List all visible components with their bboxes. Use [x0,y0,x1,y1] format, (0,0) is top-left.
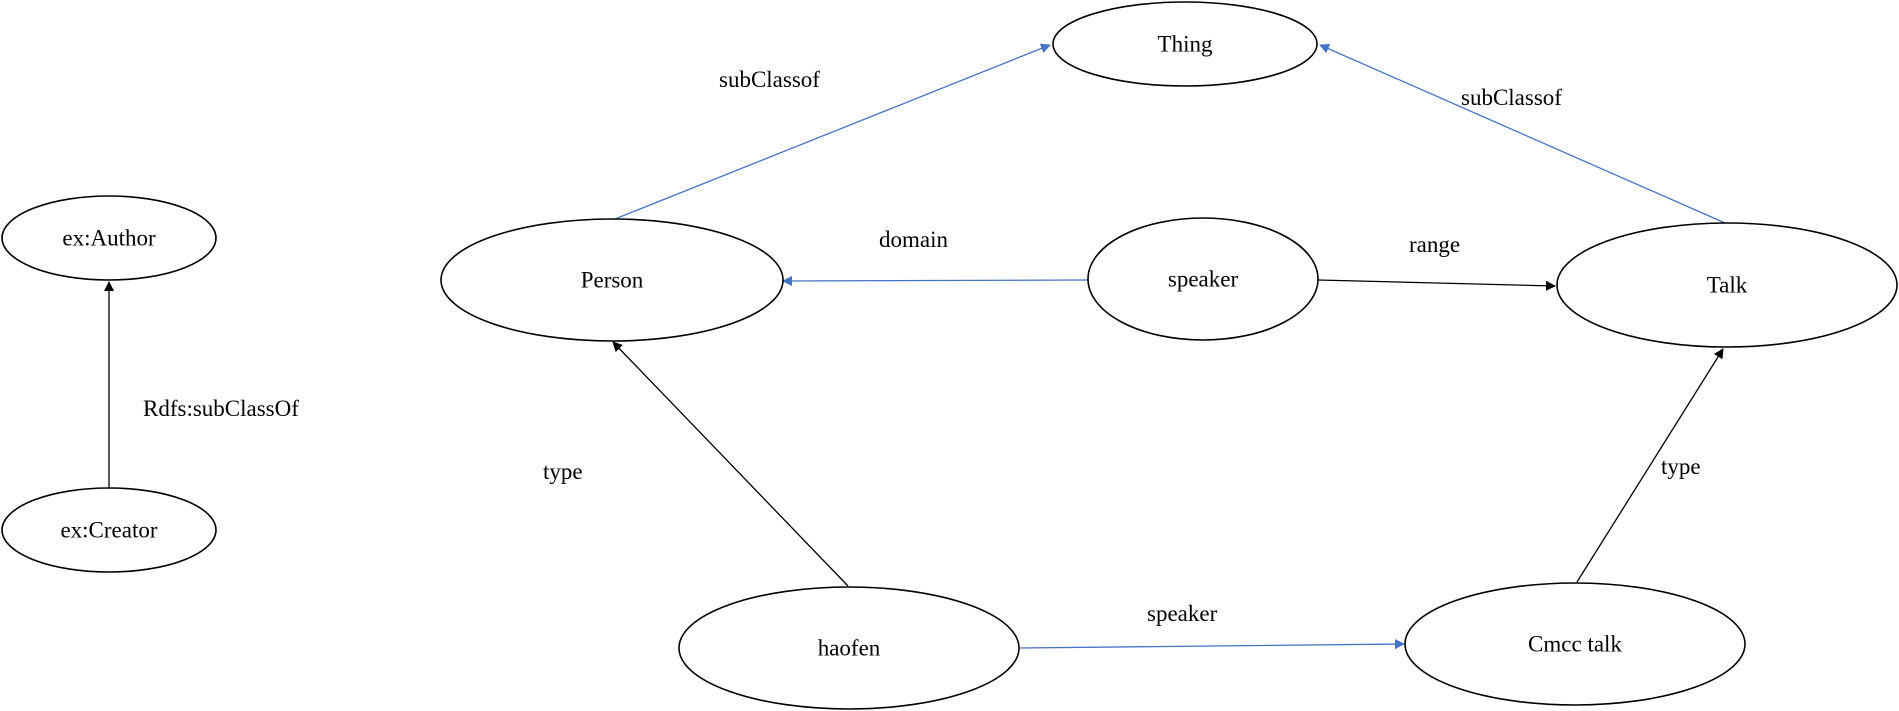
node-haofen: haofen [678,586,1020,710]
edge-label-speaker-talk: range [1409,232,1460,257]
edge-labels: Rdfs:subClassOf subClassof subClassof do… [143,67,1701,626]
edge-haofen-person [612,341,849,587]
node-label-ex-author: ex:Author [62,226,156,251]
edge-label-haofen-cmcc-talk: speaker [1147,601,1218,626]
node-label-person: Person [581,268,644,293]
node-thing: Thing [1052,1,1318,87]
edge-label-haofen-person: type [543,459,583,484]
node-label-thing: Thing [1158,32,1213,57]
node-label-ex-creator: ex:Creator [60,518,157,543]
edges [104,43,1726,650]
node-speaker: speaker [1087,217,1319,341]
edge-haofen-cmcc-talk [1019,639,1405,650]
node-talk: Talk [1556,222,1898,348]
node-ex-author: ex:Author [1,195,217,281]
edge-label-talk-thing: subClassof [1461,85,1562,110]
edge-label-person-thing: subClassof [719,67,820,92]
edge-speaker-person [782,275,1089,286]
node-cmcc-talk: Cmcc talk [1404,582,1746,706]
edge-person-thing [614,43,1051,220]
node-label-talk: Talk [1707,273,1748,298]
edge-speaker-talk [1317,279,1556,291]
edge-label-cmcc-talk-talk: type [1661,454,1701,479]
node-label-cmcc-talk: Cmcc talk [1528,632,1622,657]
edge-label-speaker-person: domain [879,227,948,252]
edge-cmcc-talk-talk [1576,348,1724,583]
node-label-haofen: haofen [818,636,881,661]
edge-label-creator-author: Rdfs:subClassOf [143,396,299,421]
node-ex-creator: ex:Creator [1,487,217,573]
node-person: Person [440,218,784,342]
edge-talk-thing [1319,44,1726,224]
node-label-speaker: speaker [1168,267,1239,292]
